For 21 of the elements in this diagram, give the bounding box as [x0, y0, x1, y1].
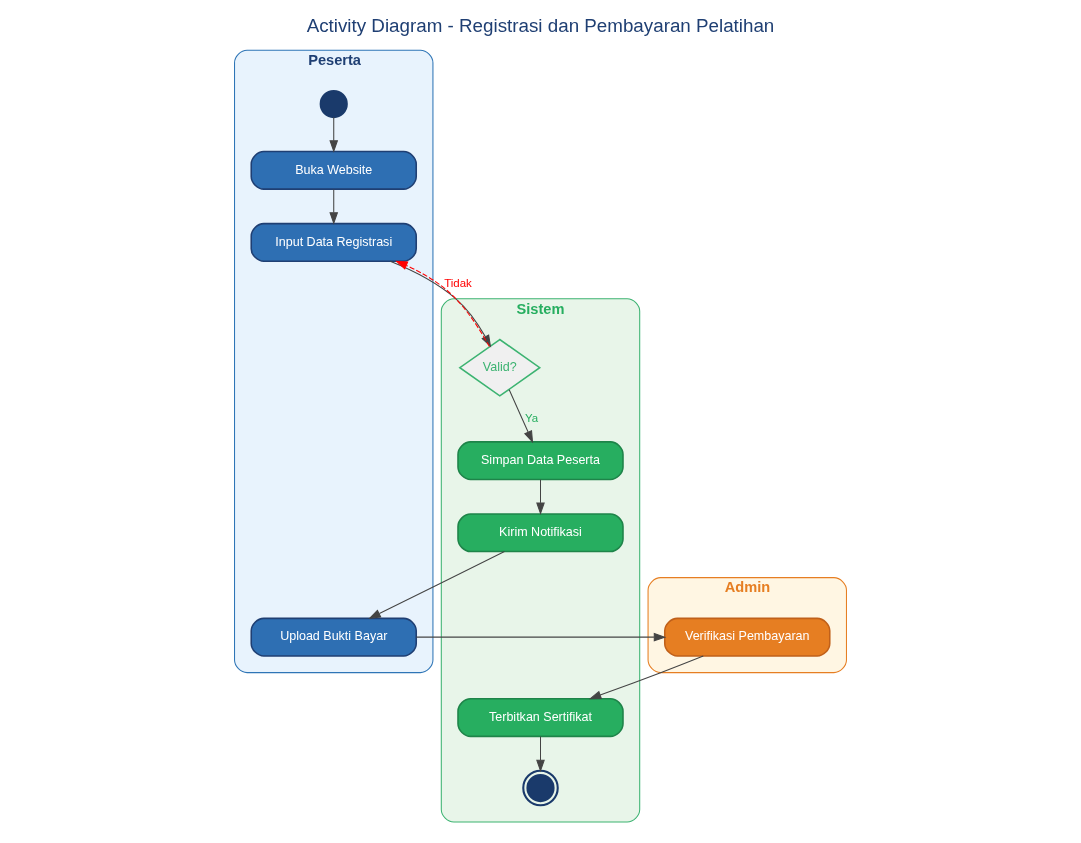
arrow: [368, 551, 505, 619]
arrow: [329, 116, 339, 153]
node-diamond: Valid?: [458, 338, 542, 397]
node-box: Simpan Data Peserta: [457, 441, 624, 481]
node-box: Kirim Notifikasi: [457, 513, 624, 553]
arrow: [415, 632, 667, 642]
arrow: [588, 655, 704, 700]
node-circle: [319, 89, 348, 119]
edge-label: Ya: [525, 411, 539, 424]
node-box: Verifikasi Pembayaran: [664, 617, 831, 657]
node-box: Buka Website: [250, 150, 417, 190]
arrow: [329, 188, 339, 225]
diagram-title: Activity Diagram - Registrasi dan Pembayaran Pelatihan: [306, 14, 775, 36]
node-box: Upload Bukti Bayar: [250, 617, 417, 657]
node-box: Terbitkan Sertifikat: [457, 697, 624, 738]
edge-label: Tidak: [444, 277, 472, 290]
arrow: [508, 389, 534, 444]
node-box: Input Data Registrasi: [250, 222, 417, 262]
arrow: [536, 479, 545, 516]
arrow: [536, 736, 545, 773]
node-circle: [522, 769, 559, 807]
